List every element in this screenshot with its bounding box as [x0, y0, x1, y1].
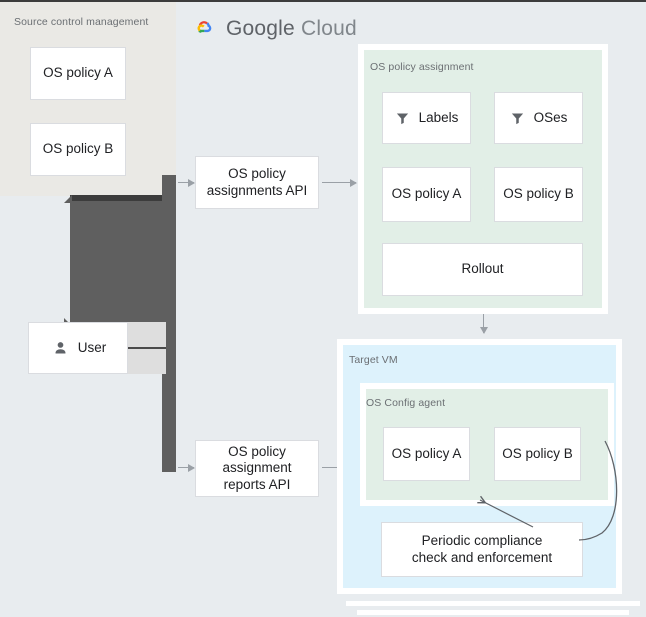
user-label: User [77, 339, 107, 355]
assignment-os-policy-b-label: OS policy B [503, 186, 574, 202]
oses-filter-label: OSes [533, 109, 568, 125]
assignment-os-policy-b-card: OS policy B [494, 167, 583, 222]
periodic-compliance-card: Periodic compliance check and enforcemen… [381, 522, 583, 577]
google-cloud-logo-icon [190, 18, 217, 40]
arrow-assignments-api-to-panel [322, 178, 357, 187]
agent-os-policy-b-label: OS policy B [502, 445, 573, 461]
arrow-user-to-assignments-api [178, 178, 195, 187]
brand-google-word: Google [226, 17, 295, 40]
assignment-os-policy-a-card: OS policy A [382, 167, 471, 222]
target-vm-label: Target VM [349, 354, 398, 366]
scm-os-policy-a-card: OS policy A [30, 47, 126, 100]
user-card: User [28, 322, 128, 374]
oses-filter-card: OSes [494, 92, 583, 144]
arrow-user-to-reports-api [178, 463, 195, 472]
scm-os-policy-b-card: OS policy B [30, 123, 126, 176]
labels-filter-card: Labels [382, 92, 471, 144]
arrow-compliance-to-agent [470, 494, 534, 528]
agent-os-policy-b-card: OS policy B [494, 427, 581, 481]
reports-api-line-1: OS policy [228, 443, 286, 459]
os-policy-assignments-api-card: OS policy assignments API [195, 156, 319, 209]
user-icon [52, 340, 69, 357]
rollout-card: Rollout [382, 243, 583, 296]
connector-vertical-bar [162, 175, 176, 472]
brand-cloud-word: Cloud [300, 17, 357, 40]
source-control-management-label: Source control management [14, 16, 149, 28]
scm-os-policy-b-label: OS policy B [42, 141, 114, 157]
assignment-os-policy-a-label: OS policy A [391, 186, 462, 202]
vm-stack-bar-1 [346, 601, 640, 606]
agent-os-policy-a-label: OS policy A [391, 445, 462, 461]
agent-os-policy-a-card: OS policy A [383, 427, 470, 481]
os-config-agent-label: OS Config agent [366, 397, 446, 409]
assignments-api-line-1: OS policy [228, 165, 286, 181]
rollout-label: Rollout [461, 261, 504, 277]
reports-api-line-2: assignment [222, 460, 292, 476]
labels-filter-label: Labels [418, 109, 459, 125]
connector-shape [70, 201, 166, 326]
scm-os-policy-a-label: OS policy A [43, 65, 113, 81]
user-backdrop-divider [124, 347, 166, 349]
os-policy-assignment-label: OS policy assignment [370, 61, 474, 73]
connector-shape-top-edge [70, 195, 166, 202]
filter-icon [395, 111, 410, 126]
arrow-assignment-to-vm [479, 314, 488, 334]
filter-icon [510, 111, 525, 126]
google-cloud-wordmark: Google Cloud [226, 17, 357, 41]
os-policy-assignment-reports-api-card: OS policy assignment reports API [195, 440, 319, 497]
vm-stack-bar-2 [357, 610, 629, 615]
reports-api-line-3: reports API [223, 476, 291, 492]
assignments-api-line-2: assignments API [206, 182, 308, 198]
google-cloud-brand: Google Cloud [190, 17, 357, 41]
periodic-compliance-line-1: Periodic compliance [421, 532, 543, 548]
connector-notch-top [64, 195, 72, 203]
arrow-agent-feedback-loop [578, 440, 618, 541]
periodic-compliance-line-2: check and enforcement [411, 549, 553, 565]
